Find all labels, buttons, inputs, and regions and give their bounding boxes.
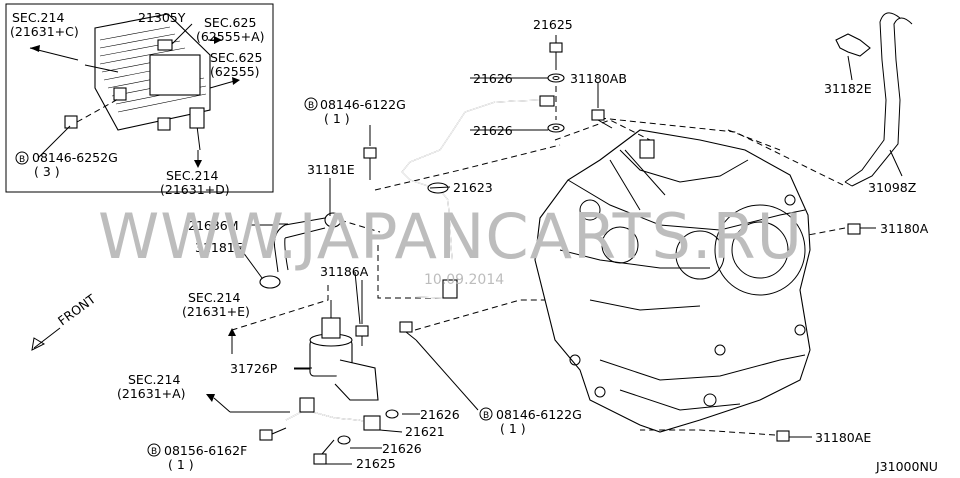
label-bolt-08146-6122g-bottom: 08146-6122G <box>496 407 582 422</box>
label-31182e: 31182E <box>824 81 872 96</box>
watermark-date: 10.09.2014 <box>424 272 504 288</box>
label-sec214-a-2: (21631+A) <box>117 386 186 401</box>
label-bolt-08146-6122g-top-qty: ( 1 ) <box>324 111 350 126</box>
bolt-08146-6122g-top <box>363 125 377 180</box>
label-21625-bottom: 21625 <box>356 456 396 471</box>
circled-b-text-left: B <box>151 447 157 457</box>
bolt-31180a <box>847 223 876 235</box>
circled-b-icon-top <box>304 97 318 111</box>
label-21626-top: 21626 <box>473 71 513 86</box>
reference-dashes <box>231 117 846 436</box>
label-sec625-2: (62555) <box>210 64 260 79</box>
front-label: FRONT <box>55 291 99 328</box>
label-sec625-a-1: SEC.625 <box>204 15 256 30</box>
label-21626-bottom: 21626 <box>382 441 422 456</box>
label-sec214-d-2: (21631+D) <box>160 182 230 197</box>
label-bolt-08156-6162f: 08156-6162F <box>164 443 247 458</box>
watermark-text: WWW.JAPANCARTS.RU <box>98 200 803 273</box>
label-21625-top: 21625 <box>533 17 573 32</box>
diagram-code: J31000NU <box>875 459 938 474</box>
label-bolt-08146-6252g: 08146-6252G <box>32 150 118 165</box>
label-bolt-08156-6162f-qty: ( 1 ) <box>168 457 194 472</box>
label-21621: 21621 <box>405 424 445 439</box>
leader-lines <box>206 77 548 465</box>
label-bolt-08146-6122g-top: 08146-6122G <box>320 97 406 112</box>
label-31181e-top: 31181E <box>307 162 355 177</box>
label-21305y: 21305Y <box>138 10 186 25</box>
hose-31098z <box>835 12 913 187</box>
front-arrow-icon <box>31 327 61 351</box>
label-31181e-mid: 31181E <box>195 240 243 255</box>
circled-b-text-bottom: B <box>483 411 489 421</box>
label-sec214-a-1: SEC.214 <box>128 372 180 387</box>
label-sec625-1: SEC.625 <box>210 50 262 65</box>
label-sec625-a-2: (62555+A) <box>196 29 265 44</box>
label-bolt-08146-6122g-bottom-qty: ( 1 ) <box>500 421 526 436</box>
circled-b-text-top: B <box>308 101 314 111</box>
label-21636m: 21636M <box>188 218 239 233</box>
inset-oil-cooler: B <box>5 3 274 193</box>
label-sec214-c-2: (21631+C) <box>10 24 79 39</box>
filter-31726p <box>294 300 379 401</box>
label-21626-mid: 21626 <box>473 123 513 138</box>
label-sec214-e-2: (21631+E) <box>182 304 250 319</box>
label-sec214-c-1: SEC.214 <box>12 10 64 25</box>
label-bolt-08146-6252g-qty: ( 3 ) <box>34 164 60 179</box>
label-31180ab: 31180AB <box>570 71 627 86</box>
label-31098z: 31098Z <box>868 180 916 195</box>
label-sec214-e-1: SEC.214 <box>188 290 240 305</box>
svg-text:B: B <box>19 155 25 165</box>
bolt-31180ae <box>776 430 812 442</box>
label-31180ae: 31180AE <box>815 430 871 445</box>
bolt-31180ab <box>591 82 613 129</box>
circled-b-icon-bottom <box>479 407 493 421</box>
label-21623: 21623 <box>453 180 493 195</box>
bolt-21625-top <box>547 35 565 133</box>
bolt-31186a <box>355 280 369 346</box>
label-sec214-d-1: SEC.214 <box>166 168 218 183</box>
transmission-case <box>534 129 811 433</box>
tube-21621 <box>285 397 399 465</box>
label-31180a: 31180A <box>880 221 929 236</box>
circled-b-icon-left <box>147 443 161 457</box>
label-31186a: 31186A <box>320 264 369 279</box>
label-21626-low: 21626 <box>420 407 460 422</box>
bolt-08156-6162f <box>259 427 287 441</box>
bolt-08146-6122g-bottom <box>399 321 479 411</box>
label-31726p: 31726P <box>230 361 278 376</box>
